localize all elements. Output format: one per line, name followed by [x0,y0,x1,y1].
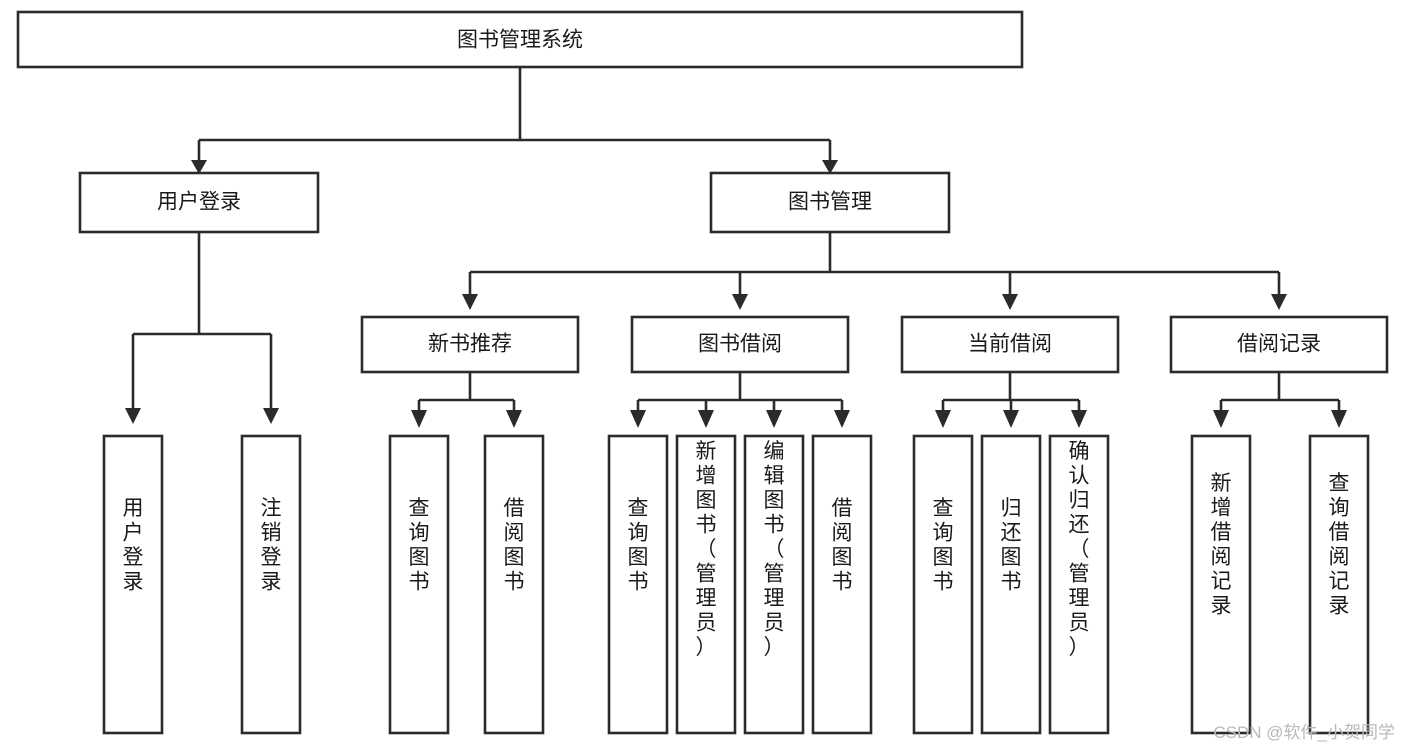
leaf-user-login-logout[interactable]: 注销登录 [240,434,302,735]
node-book-management-label: 图书管理 [788,191,872,214]
connectors [125,67,1347,428]
leaf-borrow-record-query[interactable]: 查询借阅记录 [1308,434,1370,735]
node-root-box[interactable] [16,10,1024,69]
node-current-borrow-box[interactable] [900,315,1120,374]
leaf-borrow-record-add[interactable]: 新增借阅记录 [1190,434,1252,735]
leaf-current-borrow-query-label: 查询图书 [933,497,954,594]
leaf-user-login-logout-box[interactable] [240,434,302,735]
leaf-borrow-record-add-box[interactable] [1190,434,1252,735]
leaf-current-borrow-return-box[interactable] [980,434,1042,735]
arrow-head-new-book [462,294,478,310]
arrow-head-book-borrow-leaf-4 [834,410,850,428]
node-book-management[interactable]: 图书管理 [709,171,951,234]
arrow-head-book-borrow-leaf-1 [630,410,646,428]
leaf-book-borrow-add-label: 新增图书（管理员） [696,440,717,659]
leaf-new-book-borrow-box[interactable] [483,434,545,735]
leaf-book-borrow-borrow[interactable]: 借阅图书 [811,434,873,735]
leaf-borrow-record-query-label: 查询借阅记录 [1329,472,1350,618]
leaf-current-borrow-confirm-box[interactable] [1048,434,1110,735]
leaf-book-borrow-edit-label: 编辑图书（管理员） [764,440,785,659]
leaf-user-login-logout-label: 注销登录 [261,497,282,594]
leaf-new-book-query-box[interactable] [388,434,450,735]
node-new-book-recommend-box[interactable] [360,315,580,374]
leaf-user-login-login-box[interactable] [102,434,164,735]
arrow-head-new-book-leaf-1 [411,410,427,428]
arrow-head-current-borrow-leaf-2 [1003,410,1019,428]
leaf-book-borrow-borrow-label: 借阅图书 [832,497,853,594]
arrow-head-current-borrow-leaf-3 [1071,410,1087,428]
arrow-head-user-login [191,160,207,174]
node-user-login-box[interactable] [78,171,320,234]
leaf-current-borrow-query-box[interactable] [912,434,974,735]
leaf-new-book-borrow-label: 借阅图书 [504,497,525,594]
leaf-book-borrow-edit[interactable]: 编辑图书（管理员） [743,434,805,735]
node-borrow-record-box[interactable] [1169,315,1389,374]
node-borrow-record-label: 借阅记录 [1237,333,1321,356]
node-book-management-box[interactable] [709,171,951,234]
leaf-new-book-query[interactable]: 查询图书 [388,434,450,735]
arrow-head-book-borrow-leaf-2 [698,410,714,428]
node-book-borrow-label: 图书借阅 [698,333,782,356]
arrow-head-current-borrow-leaf-1 [935,410,951,428]
leaf-book-borrow-query-label: 查询图书 [628,497,649,594]
arrow-head-user-login-leaf-2 [263,408,279,424]
node-new-book-recommend[interactable]: 新书推荐 [360,315,580,374]
leaf-book-borrow-query-box[interactable] [607,434,669,735]
node-user-login[interactable]: 用户登录 [78,171,320,234]
node-borrow-record[interactable]: 借阅记录 [1169,315,1389,374]
arrow-head-current-borrow [1002,294,1018,310]
leaf-current-borrow-return[interactable]: 归还图书 [980,434,1042,735]
arrow-head-user-login-leaf-1 [125,408,141,424]
leaf-current-borrow-confirm-label: 确认归还（管理员） [1069,440,1090,659]
node-book-borrow-box[interactable] [630,315,850,374]
node-user-login-label: 用户登录 [157,191,241,214]
arrow-head-new-book-leaf-2 [506,410,522,428]
node-new-book-recommend-label: 新书推荐 [428,333,512,356]
leaf-borrow-record-query-box[interactable] [1308,434,1370,735]
leaf-new-book-query-label: 查询图书 [409,497,430,594]
node-root-label: 图书管理系统 [457,29,583,52]
leaf-book-borrow-query[interactable]: 查询图书 [607,434,669,735]
node-root[interactable]: 图书管理系统 [16,10,1024,69]
leaf-new-book-borrow[interactable]: 借阅图书 [483,434,545,735]
leaf-book-borrow-edit-box[interactable] [743,434,805,735]
arrow-head-borrow-record-leaf-1 [1213,410,1229,428]
leaf-current-borrow-query[interactable]: 查询图书 [912,434,974,735]
arrow-head-book-borrow [732,294,748,310]
leaf-book-borrow-add-box[interactable] [675,434,737,735]
node-current-borrow[interactable]: 当前借阅 [900,315,1120,374]
node-current-borrow-label: 当前借阅 [968,333,1052,356]
node-book-borrow[interactable]: 图书借阅 [630,315,850,374]
leaf-user-login-login-label: 用户登录 [123,497,144,594]
leaf-user-login-login[interactable]: 用户登录 [102,434,164,735]
leaf-current-borrow-return-label: 归还图书 [1001,497,1022,594]
arrow-head-book-mgmt [822,160,838,174]
leaf-current-borrow-confirm[interactable]: 确认归还（管理员） [1048,434,1110,735]
arrow-head-book-borrow-leaf-3 [766,410,782,428]
leaf-book-borrow-add[interactable]: 新增图书（管理员） [675,434,737,735]
arrow-head-borrow-record [1271,294,1287,310]
leaf-borrow-record-add-label: 新增借阅记录 [1211,472,1232,618]
arrow-head-borrow-record-leaf-2 [1331,410,1347,428]
leaf-book-borrow-borrow-box[interactable] [811,434,873,735]
